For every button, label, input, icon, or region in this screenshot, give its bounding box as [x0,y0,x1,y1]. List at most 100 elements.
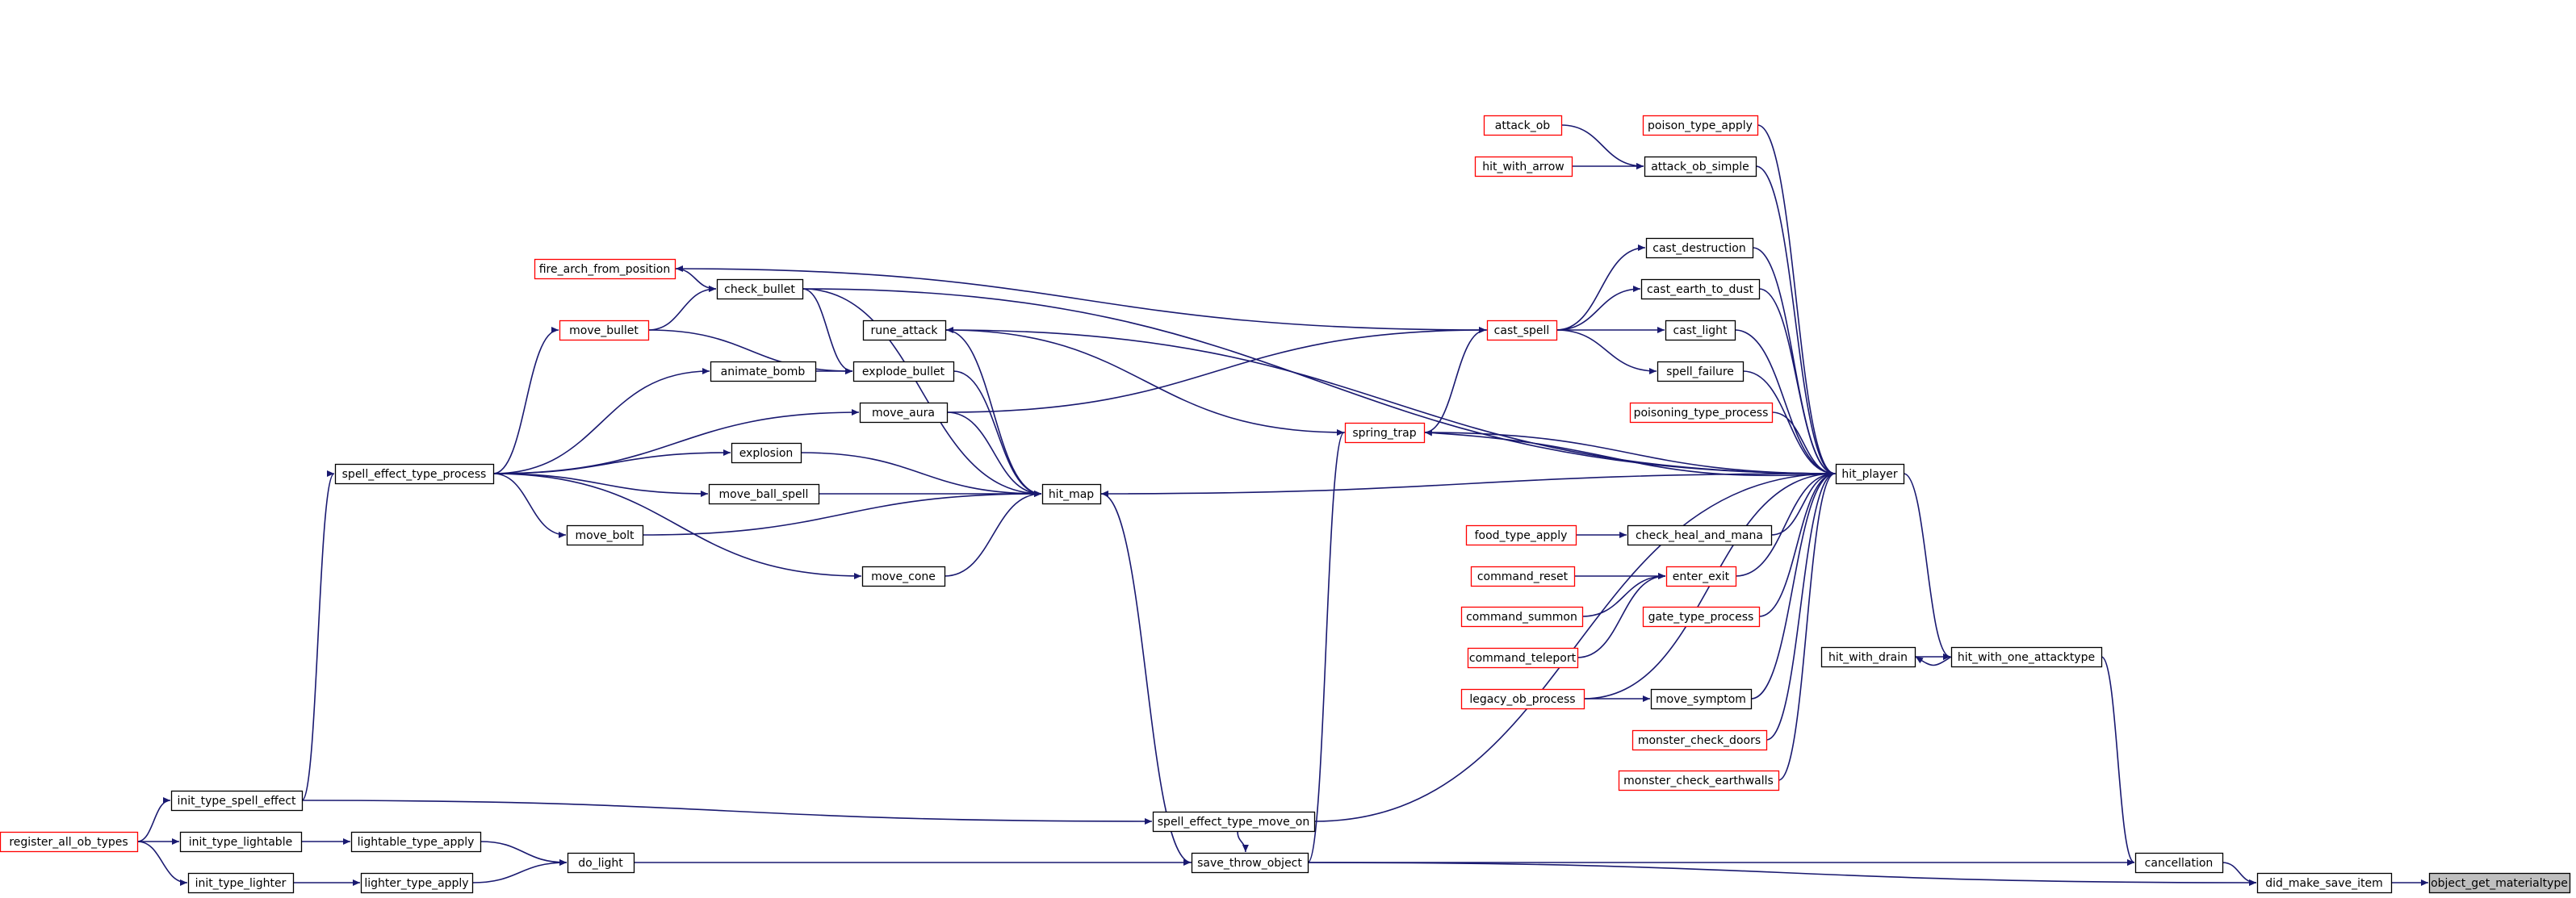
node-box[interactable] [350,831,482,853]
node-animate-bomb[interactable]: animate_bomb [710,361,817,382]
node-box[interactable] [1470,566,1576,587]
node-box[interactable] [862,320,947,341]
node-check-heal-and-mana[interactable]: check_heal_and_mana [1627,524,1773,546]
node-box[interactable] [1627,524,1773,546]
node-box[interactable] [708,483,820,505]
node-check-bullet[interactable]: check_bullet [716,278,804,300]
node-box[interactable] [1474,156,1573,178]
node-box[interactable] [1835,463,1905,485]
node-spell-effect-type-move-on[interactable]: spell_effect_type_move_on [1152,811,1316,833]
node-box[interactable] [716,278,804,300]
node-box[interactable] [187,872,295,894]
node-box[interactable] [1644,156,1757,178]
node-poisoning-type-process[interactable]: poisoning_type_process [1629,402,1774,424]
node-box[interactable] [852,361,955,382]
node-box[interactable] [861,566,946,587]
node-spring-trap[interactable]: spring_trap [1344,422,1426,444]
node-hit-map[interactable]: hit_map [1041,483,1102,505]
node-box[interactable] [360,872,474,894]
node-poison-type-apply[interactable]: poison_type_apply [1642,115,1759,136]
node-save-throw-object[interactable]: save_throw_object [1191,852,1309,874]
node-hit-with-arrow[interactable]: hit_with_arrow [1474,156,1573,178]
node-move-bolt[interactable]: move_bolt [566,524,644,546]
node-init-type-spell-effect[interactable]: init_type_spell_effect [170,790,304,812]
node-box[interactable] [731,442,802,464]
node-box[interactable] [1665,566,1737,587]
node-box[interactable] [1483,115,1563,136]
node-box[interactable] [710,361,817,382]
node-object-get-materialtype[interactable]: object_get_materialtype [2428,872,2571,894]
node-box[interactable] [1152,811,1316,833]
node-box[interactable] [1640,278,1761,300]
node-box[interactable] [1642,606,1761,628]
node-cast-earth-to-dust[interactable]: cast_earth_to_dust [1640,278,1761,300]
node-food-type-apply[interactable]: food_type_apply [1465,524,1577,546]
node-move-aura[interactable]: move_aura [859,402,949,424]
node-box[interactable] [1465,524,1577,546]
node-attack-ob-simple[interactable]: attack_ob_simple [1644,156,1757,178]
node-box[interactable] [334,463,495,485]
node-cast-spell[interactable]: cast_spell [1486,320,1558,341]
node-move-ball-spell[interactable]: move_ball_spell [708,483,820,505]
node-box[interactable] [1950,646,2103,668]
node-command-reset[interactable]: command_reset [1470,566,1576,587]
node-box[interactable] [859,402,949,424]
node-cast-destruction[interactable]: cast_destruction [1645,237,1754,259]
node-box[interactable] [1486,320,1558,341]
node-box[interactable] [1460,688,1585,710]
node-lighter-type-apply[interactable]: lighter_type_apply [360,872,474,894]
node-lightable-type-apply[interactable]: lightable_type_apply [350,831,482,853]
node-box[interactable] [0,831,139,853]
node-move-symptom[interactable]: move_symptom [1650,688,1753,710]
node-hit-player[interactable]: hit_player [1835,463,1905,485]
node-box[interactable] [1629,402,1774,424]
node-cancellation[interactable]: cancellation [2134,852,2224,874]
node-move-bullet[interactable]: move_bullet [559,320,650,341]
node-box[interactable] [1650,688,1753,710]
node-box[interactable] [2256,872,2393,894]
node-did-make-save-item[interactable]: did_make_save_item [2256,872,2393,894]
node-hit-with-drain[interactable]: hit_with_drain [1820,646,1916,668]
node-box[interactable] [1657,361,1745,382]
node-rune-attack[interactable]: rune_attack [862,320,947,341]
node-box[interactable] [1820,646,1916,668]
node-do-light[interactable]: do_light [567,852,635,874]
node-box[interactable] [1460,606,1584,628]
node-box[interactable] [534,258,676,280]
node-box[interactable] [559,320,650,341]
node-monster-check-doors[interactable]: monster_check_doors [1631,729,1768,751]
node-box[interactable] [1467,647,1579,669]
node-register-all-ob-types[interactable]: register_all_ob_types [0,831,139,853]
node-init-type-lightable[interactable]: init_type_lightable [179,831,303,853]
node-gate-type-process[interactable]: gate_type_process [1642,606,1761,628]
node-explode-bullet[interactable]: explode_bullet [852,361,955,382]
node-box[interactable] [1041,483,1102,505]
node-legacy-ob-process[interactable]: legacy_ob_process [1460,688,1585,710]
node-command-teleport[interactable]: command_teleport [1467,647,1579,669]
node-enter-exit[interactable]: enter_exit [1665,566,1737,587]
node-command-summon[interactable]: command_summon [1460,606,1584,628]
node-explosion[interactable]: explosion [731,442,802,464]
node-move-cone[interactable]: move_cone [861,566,946,587]
node-box[interactable] [2428,872,2571,894]
node-box[interactable] [1191,852,1309,874]
node-init-type-lighter[interactable]: init_type_lighter [187,872,295,894]
node-box[interactable] [1642,115,1759,136]
node-cast-light[interactable]: cast_light [1665,320,1736,341]
node-box[interactable] [1645,237,1754,259]
node-box[interactable] [170,790,304,812]
node-box[interactable] [1665,320,1736,341]
node-box[interactable] [2134,852,2224,874]
node-box[interactable] [179,831,303,853]
node-fire-arch-from-position[interactable]: fire_arch_from_position [534,258,676,280]
node-spell-failure[interactable]: spell_failure [1657,361,1745,382]
node-box[interactable] [567,852,635,874]
node-hit-with-one-attacktype[interactable]: hit_with_one_attacktype [1950,646,2103,668]
node-box[interactable] [1618,770,1780,791]
node-box[interactable] [566,524,644,546]
node-box[interactable] [1344,422,1426,444]
node-monster-check-earthwalls[interactable]: monster_check_earthwalls [1618,770,1780,791]
node-box[interactable] [1631,729,1768,751]
node-spell-effect-type-process[interactable]: spell_effect_type_process [334,463,495,485]
node-attack-ob[interactable]: attack_ob [1483,115,1563,136]
